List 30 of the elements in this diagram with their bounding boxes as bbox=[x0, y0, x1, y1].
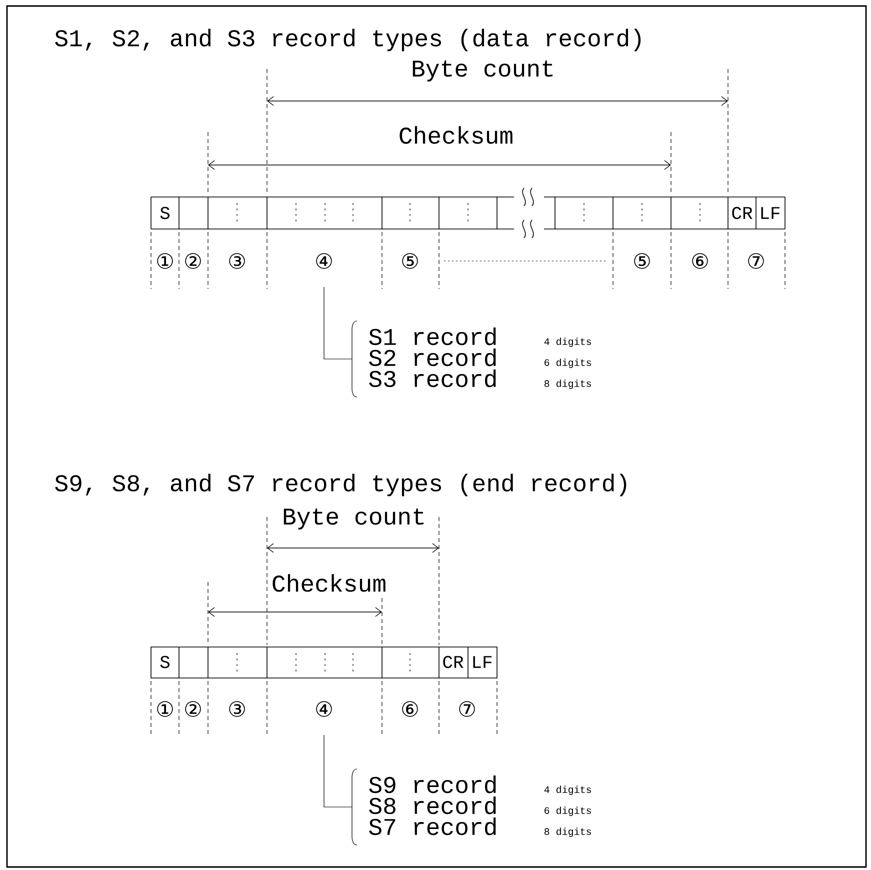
dimension-label: Checksum bbox=[400, 126, 512, 144]
dimension-label: Byte count bbox=[412, 60, 552, 82]
section-heading: S9, S8, and S7 record types (end record) bbox=[55, 474, 626, 496]
leader-line bbox=[324, 734, 352, 808]
field-number: ⑤ bbox=[634, 253, 650, 269]
field-number: ② bbox=[185, 701, 201, 717]
field-number: ⑥ bbox=[692, 253, 708, 269]
field-number: ⑦ bbox=[748, 253, 764, 269]
field-number: ② bbox=[185, 253, 201, 269]
dimension-label: Byte count bbox=[284, 508, 424, 530]
field-text: CR bbox=[732, 206, 752, 220]
field-text: LF bbox=[761, 207, 780, 219]
record-list: S1 record 4 digits S2 record 6 digits S3 record 8 digits bbox=[369, 328, 591, 389]
field-number: ⑦ bbox=[459, 701, 475, 717]
field-text: LF bbox=[473, 656, 492, 668]
dimension-label: Checksum bbox=[272, 574, 386, 592]
field-number: ① bbox=[157, 701, 173, 717]
field-text: CR bbox=[443, 656, 464, 668]
field-number: ① bbox=[157, 253, 173, 269]
field-number: ⑤ bbox=[402, 253, 418, 269]
record-list: S9 record 4 digits S8 record 6 digits S7 record 8 digits bbox=[369, 776, 591, 837]
field-number: ⑥ bbox=[402, 701, 418, 717]
field-number: ④ bbox=[316, 701, 332, 717]
field-number: ④ bbox=[316, 253, 332, 269]
field-number: ③ bbox=[229, 253, 245, 269]
field-number: ③ bbox=[229, 701, 245, 717]
field-text: S bbox=[160, 206, 170, 220]
field-text: S bbox=[160, 656, 170, 668]
leader-line bbox=[324, 286, 352, 360]
section-heading: S1, S2, and S3 record types (data record) bbox=[55, 28, 641, 52]
